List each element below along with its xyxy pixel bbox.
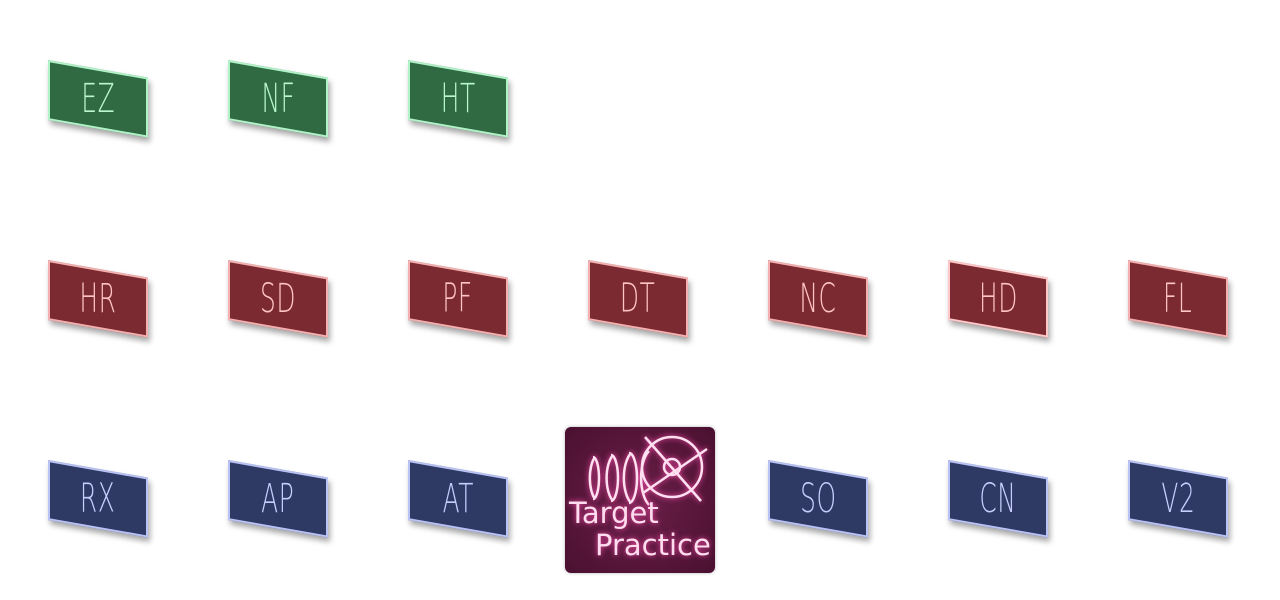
mod-label: AT (442, 475, 474, 522)
mod-badge-sd[interactable]: SD (228, 260, 328, 338)
mod-label: PF (442, 275, 474, 322)
mod-label: SO (799, 475, 837, 522)
mod-label: AP (261, 475, 295, 522)
target-label: Target (569, 496, 659, 530)
mod-label: HD (978, 275, 1018, 322)
practice-label: Practice (595, 528, 711, 562)
mod-label: RX (80, 475, 116, 522)
mod-label: SD (259, 275, 297, 322)
mod-badge-rx[interactable]: RX (48, 460, 148, 538)
mod-label: HR (79, 275, 117, 322)
mod-label: DT (620, 275, 656, 322)
mod-label: V2 (1161, 475, 1195, 522)
mod-badge-at[interactable]: AT (408, 460, 508, 538)
mod-badge-ez[interactable]: EZ (48, 60, 148, 138)
mod-label: HT (440, 75, 476, 122)
mod-badge-nc[interactable]: NC (768, 260, 868, 338)
mod-badge-cn[interactable]: CN (948, 460, 1048, 538)
mod-label: EZ (81, 75, 115, 122)
mod-badge-so[interactable]: SO (768, 460, 868, 538)
mod-badge-ht[interactable]: HT (408, 60, 508, 138)
mod-label: NC (799, 275, 837, 322)
mod-badge-ap[interactable]: AP (228, 460, 328, 538)
mod-label: FL (1163, 275, 1193, 322)
mod-label: NF (260, 75, 296, 122)
mod-label: CN (979, 475, 1017, 522)
mod-badge-nf[interactable]: NF (228, 60, 328, 138)
mod-badge-dt[interactable]: DT (588, 260, 688, 338)
mod-badge-pf[interactable]: PF (408, 260, 508, 338)
mod-badge-v2[interactable]: V2 (1128, 460, 1228, 538)
target-crosshair-icon (588, 435, 708, 506)
mod-badge-hr[interactable]: HR (48, 260, 148, 338)
mod-badge-fl[interactable]: FL (1128, 260, 1228, 338)
target-practice-mod[interactable]: Target Practice (565, 427, 715, 573)
mod-badge-hd[interactable]: HD (948, 260, 1048, 338)
